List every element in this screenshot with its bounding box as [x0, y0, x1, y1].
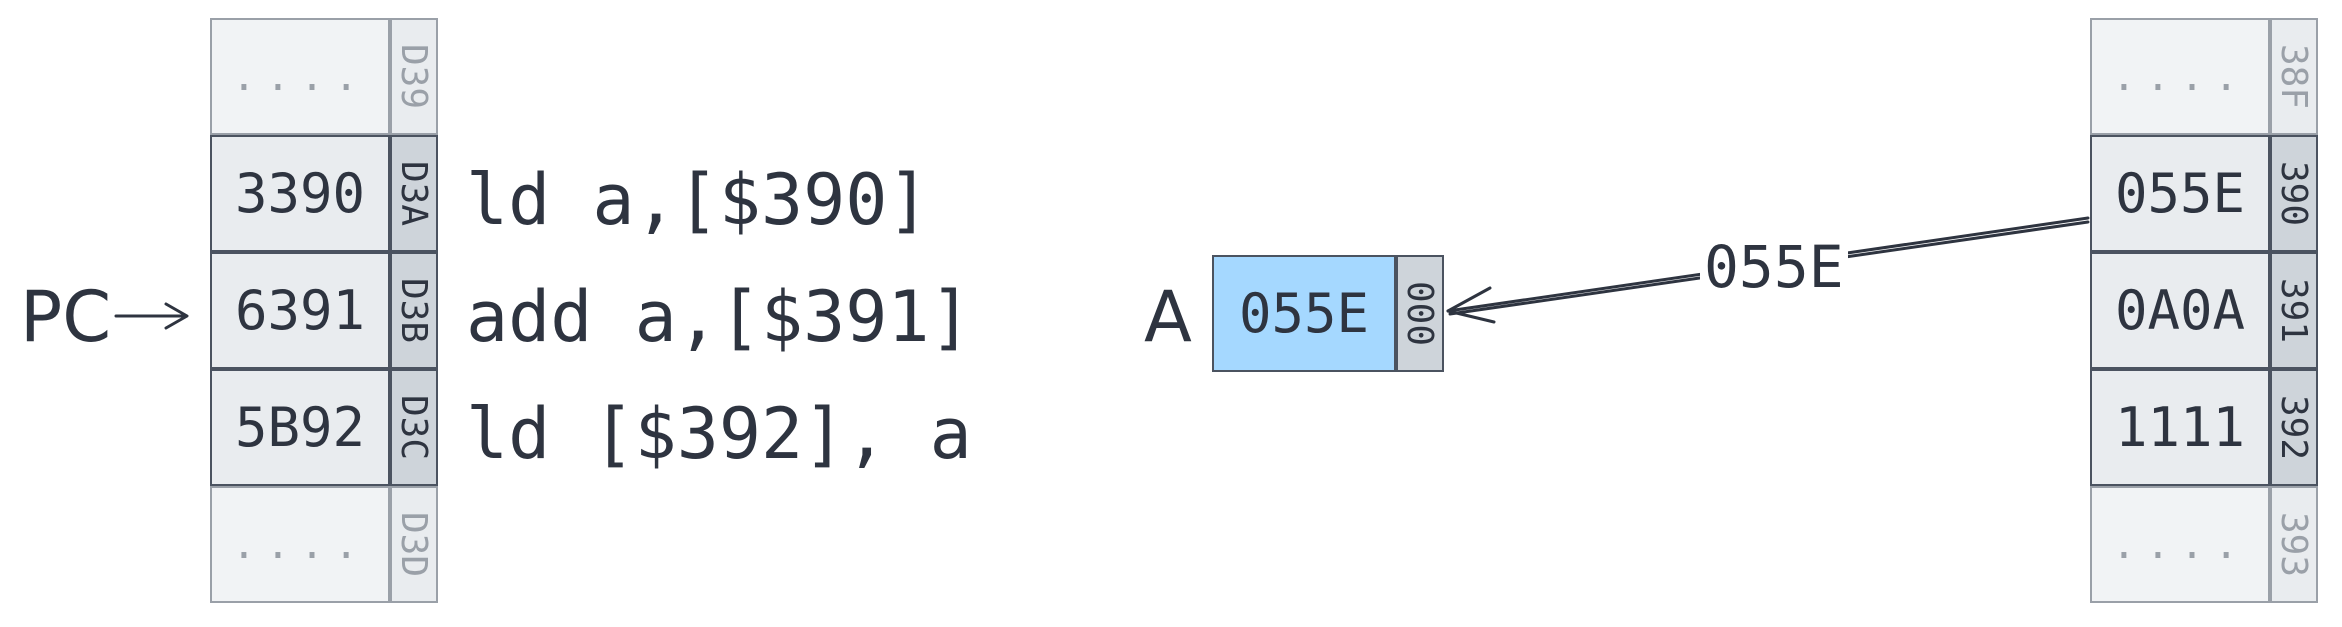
- left-memory-row-d3a: 3390 D3A: [210, 135, 442, 252]
- memory-address-label: D39: [393, 43, 435, 110]
- pc-label: PC: [20, 276, 112, 358]
- instruction-line-3: ld [$392], a: [466, 393, 972, 475]
- right-memory-row-392: 1111 392: [2090, 369, 2322, 486]
- left-memory-row-d3d: .... D3D: [210, 486, 442, 603]
- memory-address-label: D3C: [393, 394, 435, 461]
- left-memory-row-d39: .... D39: [210, 18, 442, 135]
- memory-value-cell: 055E: [2090, 135, 2270, 252]
- instruction-line-2: add a,[$391]: [466, 276, 972, 358]
- memory-value-cell: ....: [2090, 18, 2270, 135]
- memory-address-cell: 390: [2270, 135, 2318, 252]
- right-memory-row-391: 0A0A 391: [2090, 252, 2322, 369]
- register-address-label: 000: [1399, 280, 1441, 347]
- memory-address-label: 393: [2273, 511, 2315, 578]
- memory-address-cell: D3A: [390, 135, 438, 252]
- memory-value-cell: 0A0A: [2090, 252, 2270, 369]
- memory-address-cell: D3C: [390, 369, 438, 486]
- left-memory-row-d3c: 5B92 D3C: [210, 369, 442, 486]
- memory-value-cell: 3390: [210, 135, 390, 252]
- register-value-cell: 055E: [1212, 255, 1396, 372]
- right-memory-row-38f: .... 38F: [2090, 18, 2322, 135]
- right-memory-column: .... 38F 055E 390 0A0A 391 1111 392 ....…: [2090, 18, 2322, 603]
- arrow-value-label: 055E: [1700, 238, 1848, 296]
- memory-address-cell: D39: [390, 18, 438, 135]
- register-a: 055E 000: [1212, 255, 1444, 372]
- pc-arrow-icon: [114, 302, 189, 330]
- memory-value-cell: ....: [2090, 486, 2270, 603]
- right-memory-row-390: 055E 390: [2090, 135, 2322, 252]
- left-memory-column: .... D39 3390 D3A 6391 D3B 5B92 D3C ....…: [210, 18, 442, 603]
- memory-value-cell: 6391: [210, 252, 390, 369]
- memory-address-label: 392: [2273, 394, 2315, 461]
- memory-address-label: 38F: [2273, 43, 2315, 110]
- memory-address-label: 391: [2273, 277, 2315, 344]
- memory-address-cell: D3B: [390, 252, 438, 369]
- memory-address-cell: 391: [2270, 252, 2318, 369]
- memory-address-cell: D3D: [390, 486, 438, 603]
- memory-value-cell: ....: [210, 18, 390, 135]
- memory-address-label: D3A: [393, 160, 435, 227]
- memory-address-cell: 38F: [2270, 18, 2318, 135]
- memory-address-cell: 393: [2270, 486, 2318, 603]
- memory-address-cell: 392: [2270, 369, 2318, 486]
- left-memory-row-d3b: 6391 D3B: [210, 252, 442, 369]
- register-label: A: [1144, 276, 1192, 358]
- right-memory-row-393: .... 393: [2090, 486, 2322, 603]
- memory-value-cell: 5B92: [210, 369, 390, 486]
- memory-address-label: D3B: [393, 277, 435, 344]
- instruction-line-1: ld a,[$390]: [466, 159, 930, 241]
- memory-address-label: D3D: [393, 511, 435, 578]
- memory-value-cell: 1111: [2090, 369, 2270, 486]
- memory-address-label: 390: [2273, 160, 2315, 227]
- register-address-cell: 000: [1396, 255, 1444, 372]
- memory-value-cell: ....: [210, 486, 390, 603]
